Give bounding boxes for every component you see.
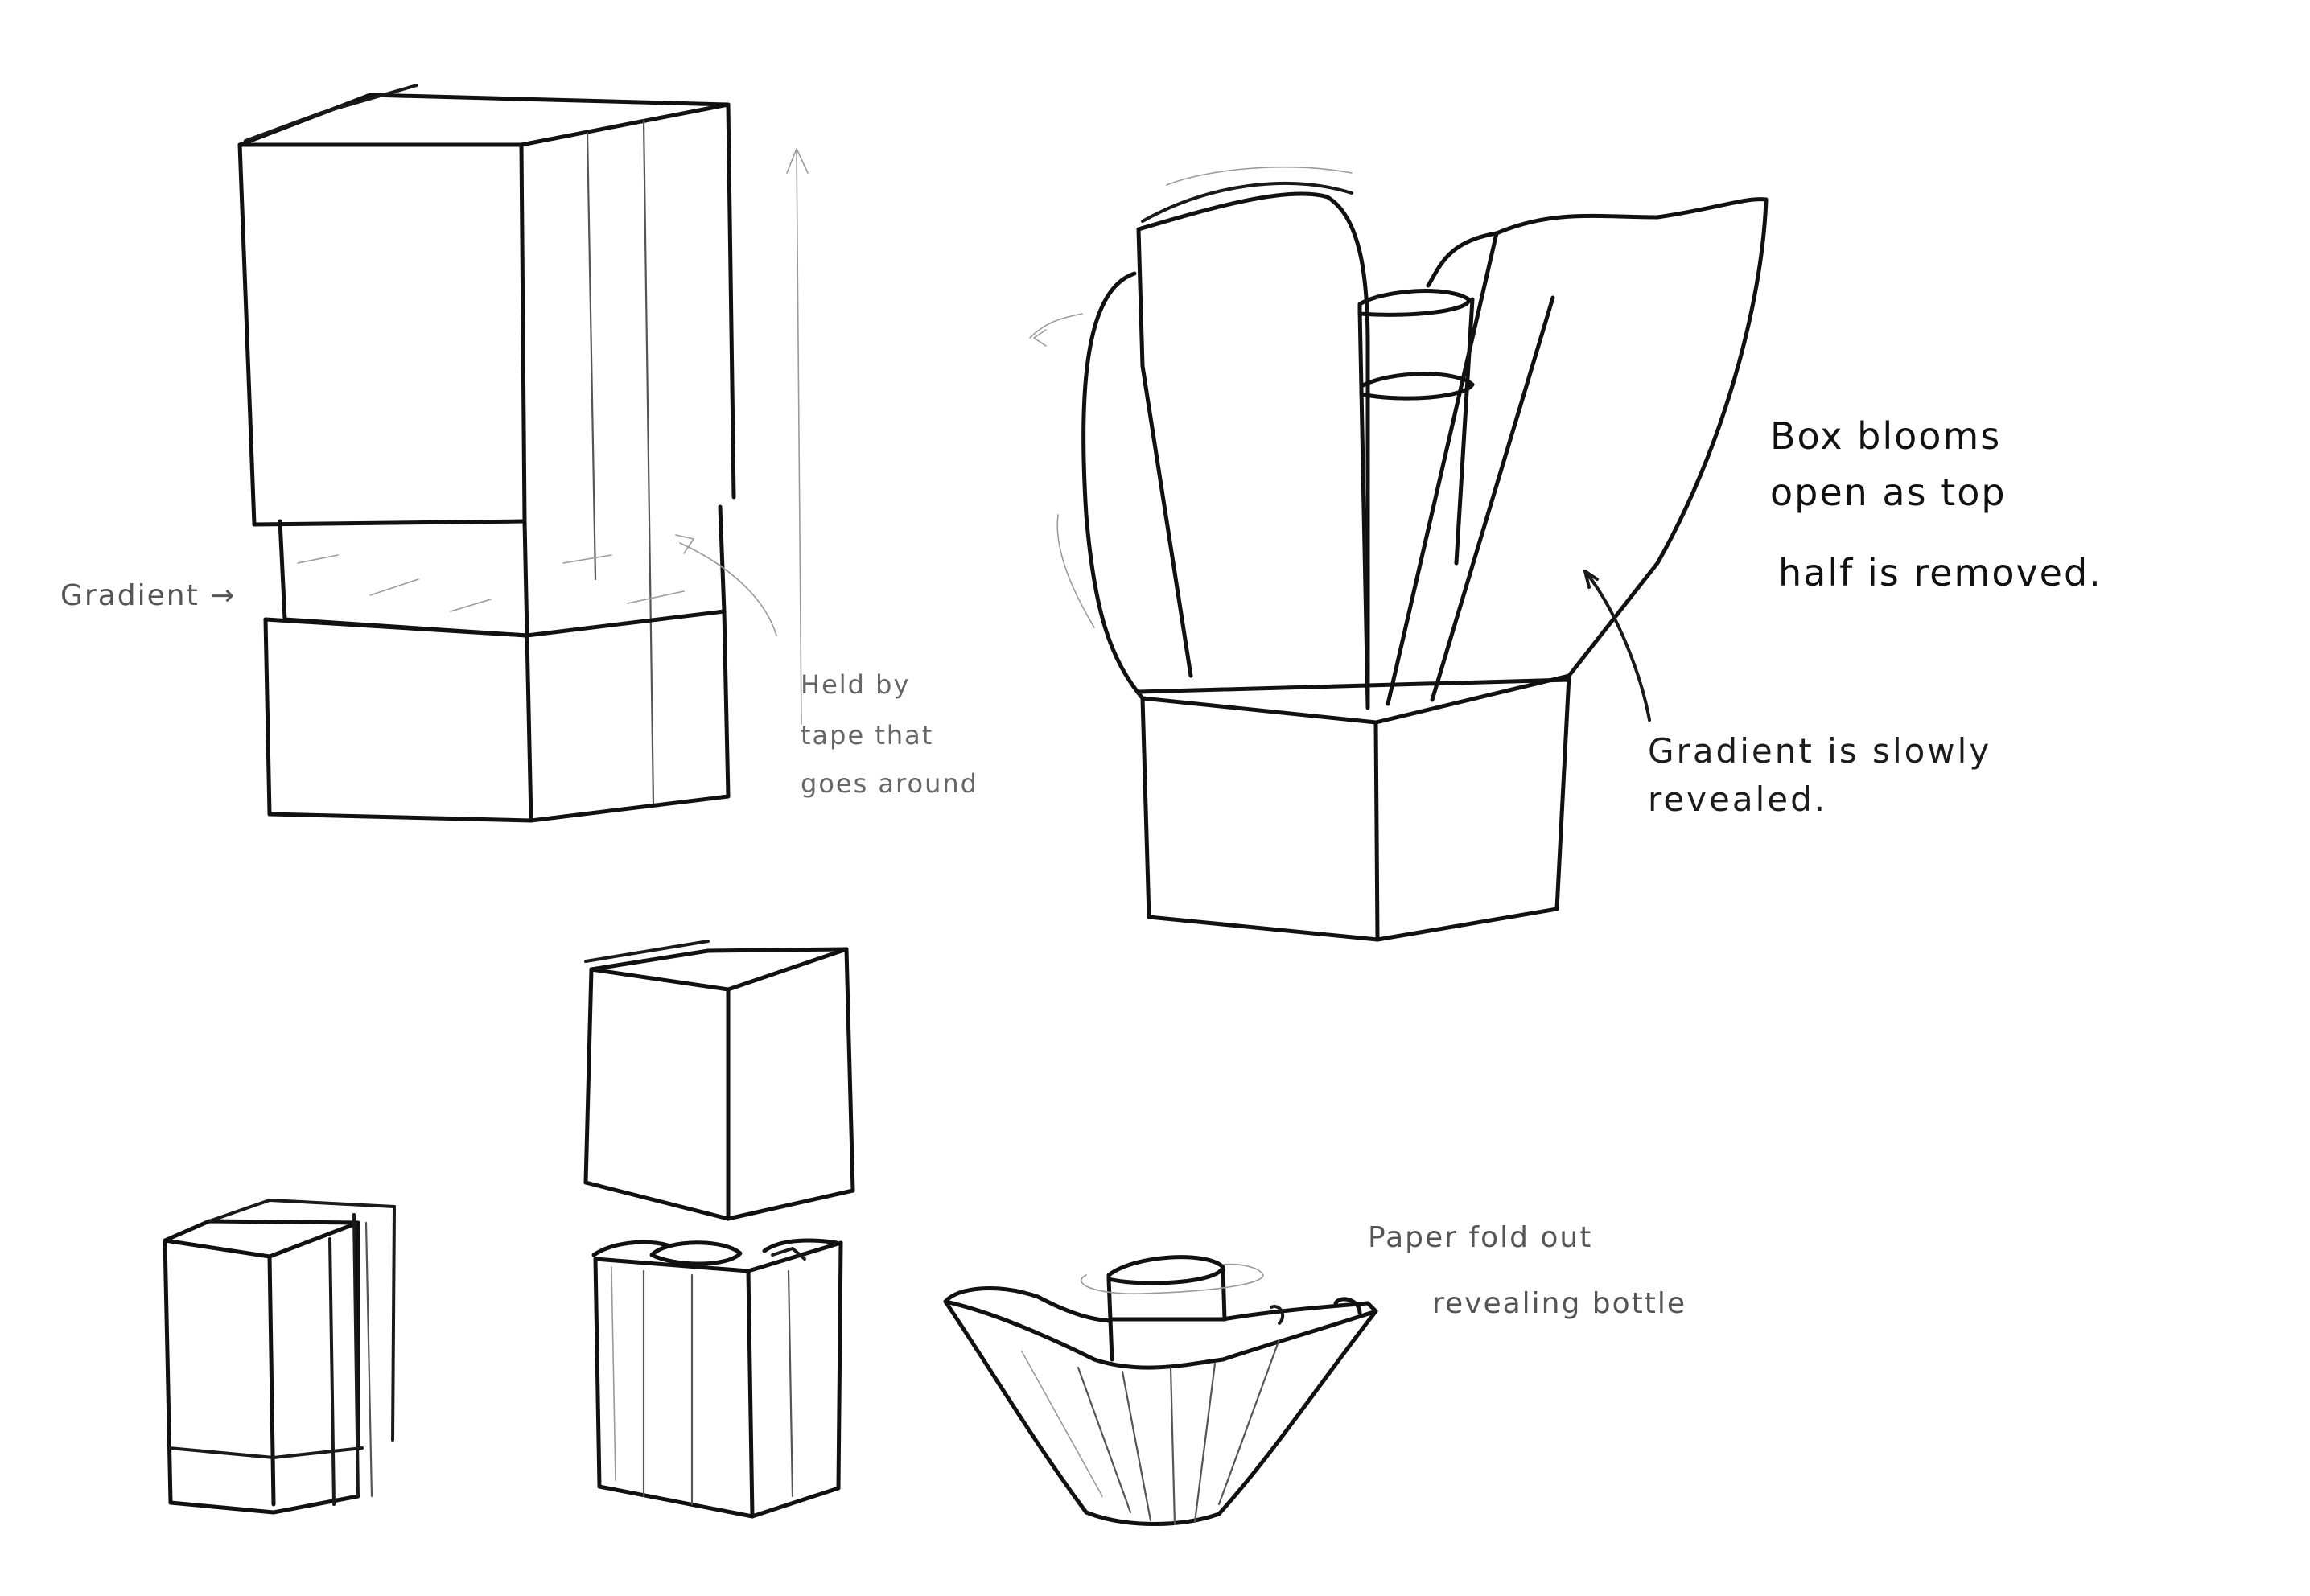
gradient-revealed-note-line1: Gradient is slowly [1648,731,1991,771]
held-by-tape-note-line2: tape that [801,720,933,751]
held-by-tape-note-line3: goes around [801,768,978,799]
bloom-note-line2: open as top [1770,471,2007,514]
gradient-note: Gradient → [60,579,236,612]
paper-fold-note-line1: Paper fold out [1368,1221,1592,1254]
handwritten-notes: Gradient → Held by tape that goes around… [60,414,2102,1320]
paper-fold-sketch [943,1255,1378,1526]
bloom-note-line1: Box blooms [1770,414,2001,458]
held-by-tape-note-line1: Held by [801,669,910,700]
stacked-box-sketch [237,84,809,823]
paper-fold-note-line2: revealing bottle [1432,1287,1686,1320]
lifted-box-sketch [583,940,855,1519]
gradient-revealed-note-line2: revealed. [1648,779,1827,819]
blooming-box-sketch [1029,167,1769,942]
small-box-sketch [163,1199,396,1515]
bloom-note-line3: half is removed. [1778,551,2102,594]
